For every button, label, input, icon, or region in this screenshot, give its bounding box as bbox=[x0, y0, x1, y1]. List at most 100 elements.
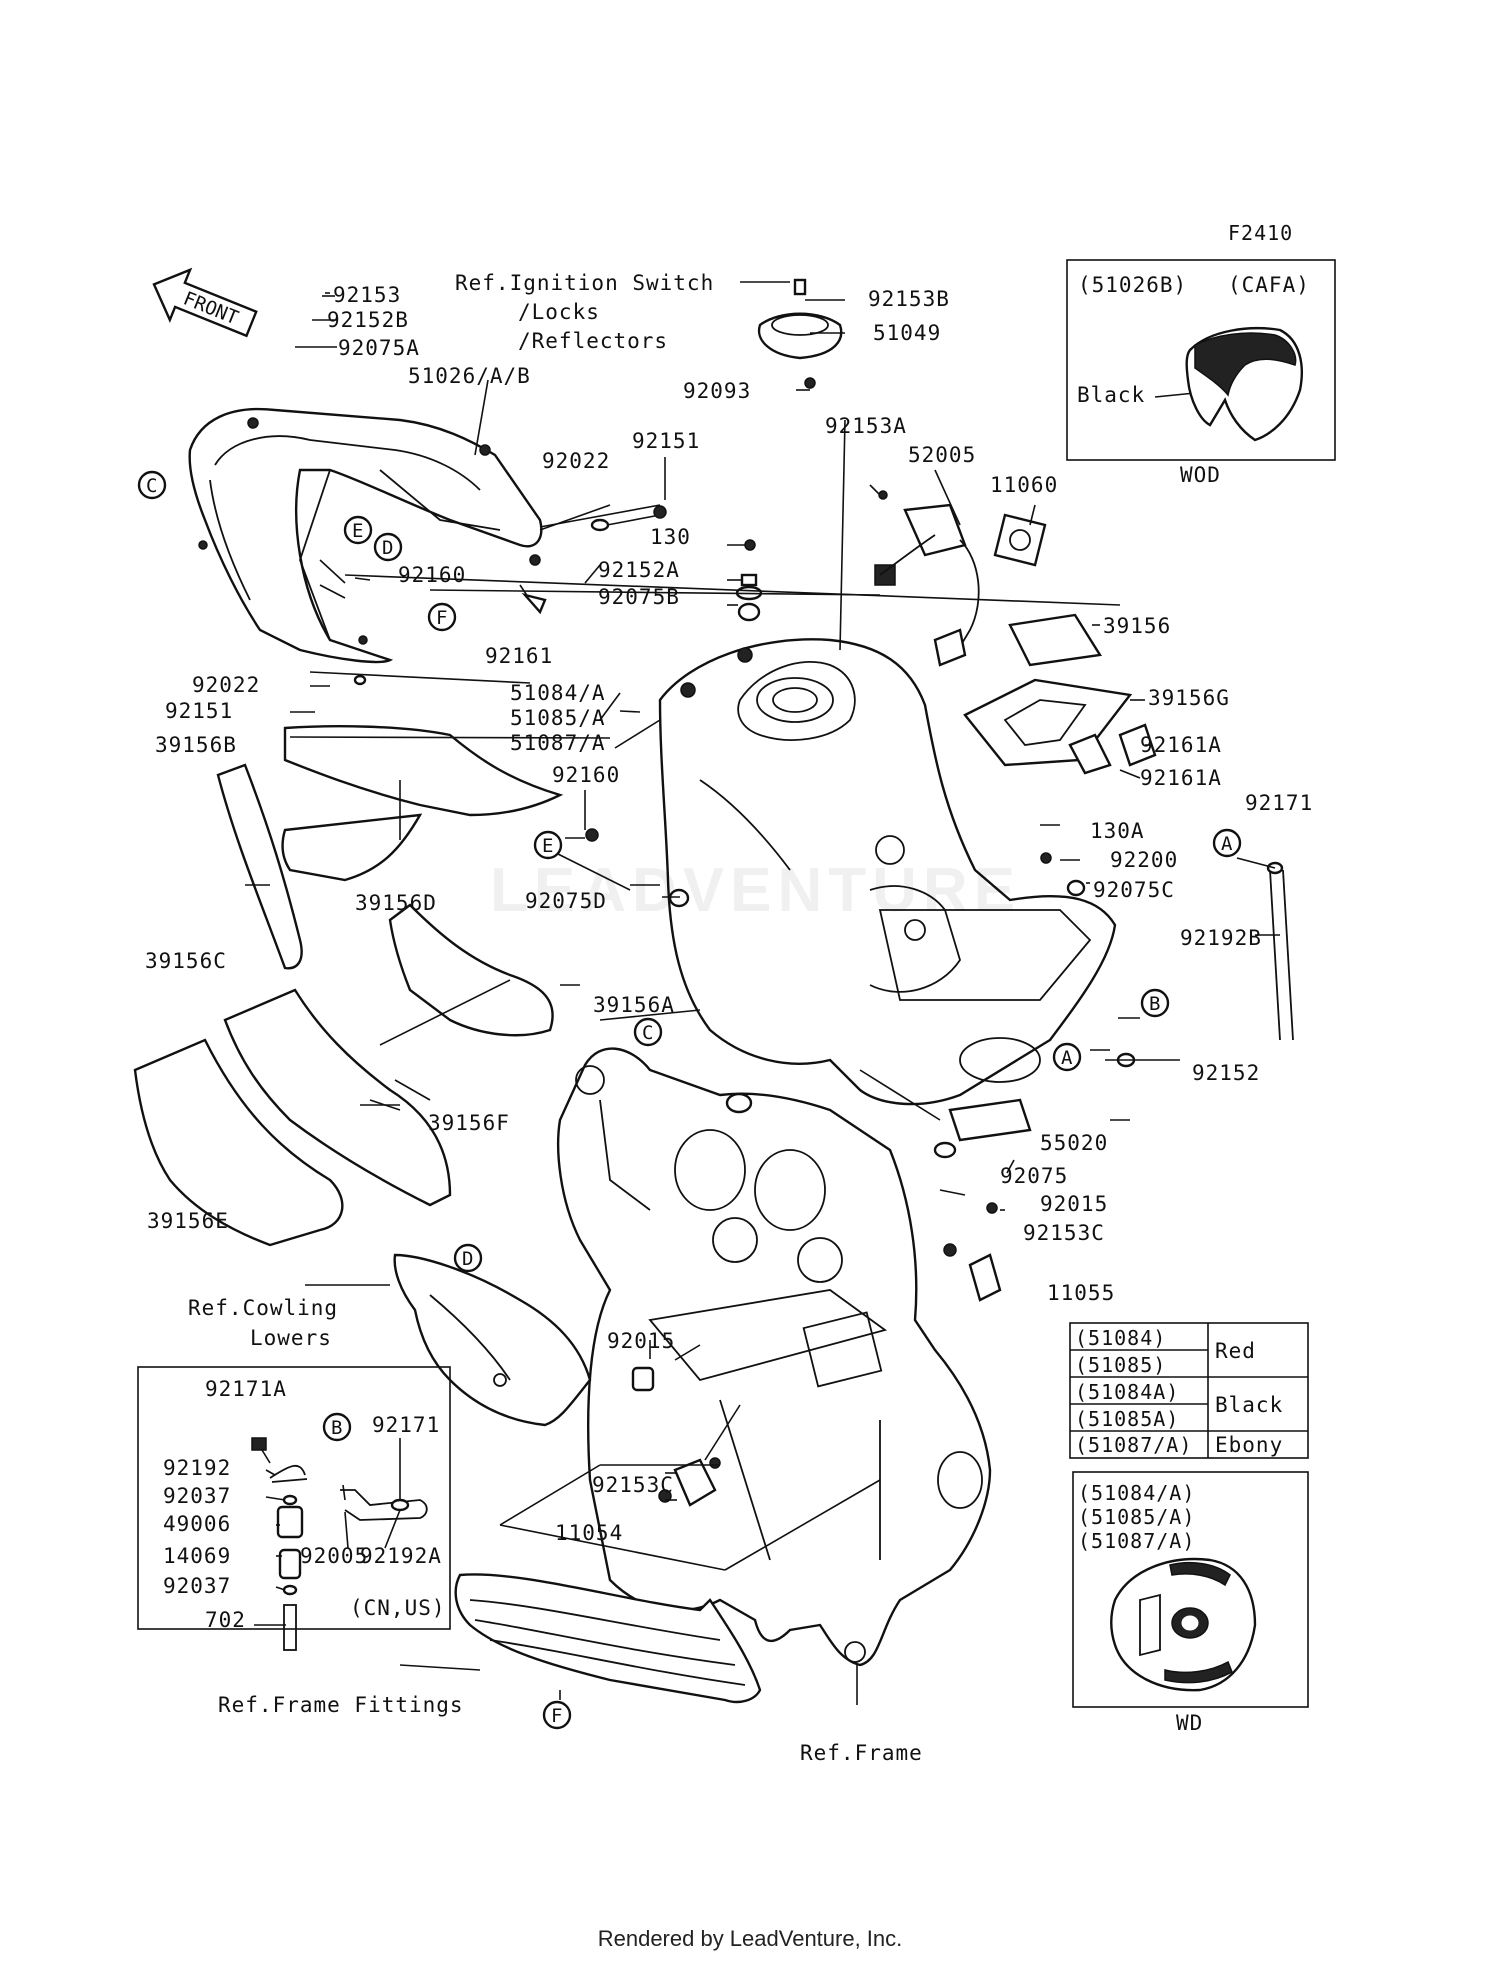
color-table-color-black: Black bbox=[1215, 1393, 1283, 1417]
label-51049: 51049 bbox=[873, 321, 941, 345]
label-92153c-right: 92153C bbox=[1023, 1221, 1105, 1245]
frame bbox=[557, 1047, 992, 1667]
callout-a-letter: A bbox=[1061, 1047, 1073, 1069]
inset-wod-region: (CAFA) bbox=[1228, 273, 1310, 297]
label-ref-ignition-3: /Reflectors bbox=[518, 329, 668, 353]
label-ref-cowling-2: Lowers bbox=[250, 1326, 332, 1350]
label-39156b: 39156B bbox=[155, 733, 237, 757]
label-92153: 92153 bbox=[333, 283, 401, 307]
label-55020: 55020 bbox=[1040, 1131, 1108, 1155]
label-11055: 11055 bbox=[1047, 1281, 1115, 1305]
color-table: (51084) (51085) (51084A) (51085A) (51087… bbox=[1069, 1322, 1309, 1459]
callout-f-letter: F bbox=[436, 607, 447, 629]
label-92161a-2: 92161A bbox=[1140, 766, 1222, 790]
part-labels: 92153 92152B 92075A Ref.Ignition Switch … bbox=[145, 271, 1313, 1765]
frame-fittings bbox=[454, 1573, 762, 1704]
label-92161a-1: 92161A bbox=[1140, 733, 1222, 757]
inset-label-92192a: 92192A bbox=[360, 1544, 442, 1568]
inset-wod-color: Black bbox=[1077, 383, 1145, 407]
label-92075d: 92075D bbox=[525, 889, 607, 913]
inset-region: (CN,US) bbox=[350, 1596, 446, 1620]
color-table-part-1: (51085) bbox=[1075, 1353, 1166, 1377]
label-92161: 92161 bbox=[485, 644, 553, 668]
label-92015-mid: 92015 bbox=[607, 1329, 675, 1353]
label-92160-top: 92160 bbox=[398, 563, 466, 587]
inset-label-14069: 14069 bbox=[163, 1544, 231, 1568]
label-92075b: 92075B bbox=[598, 585, 680, 609]
label-51084a: 51084/A bbox=[510, 681, 606, 705]
color-table-part-3: (51085A) bbox=[1075, 1407, 1179, 1431]
label-92171-right: 92171 bbox=[1245, 791, 1313, 815]
label-52005: 52005 bbox=[908, 443, 976, 467]
label-39156f: 39156F bbox=[428, 1111, 510, 1135]
tank-pad-plate bbox=[963, 613, 1157, 775]
callout-a-mid: A bbox=[1052, 1042, 1082, 1072]
inset-wod-caption: WOD bbox=[1180, 463, 1221, 487]
inset-label-92037-a: 92037 bbox=[163, 1484, 231, 1508]
callout-f-bottom: F bbox=[542, 1700, 572, 1730]
color-table-part-2: (51084A) bbox=[1075, 1380, 1179, 1404]
callout-d-letter: D bbox=[382, 537, 393, 559]
callout-b-inset: B bbox=[322, 1412, 352, 1442]
callout-c-letter: C bbox=[146, 475, 157, 497]
callout-e-mid: E bbox=[533, 830, 563, 860]
label-92153b: 92153B bbox=[868, 287, 950, 311]
callout-f-top: F bbox=[427, 602, 457, 632]
label-39156d: 39156D bbox=[355, 891, 437, 915]
label-ref-ignition-1: Ref.Ignition Switch bbox=[455, 271, 714, 295]
callout-f-letter: F bbox=[551, 1705, 562, 1727]
label-92075: 92075 bbox=[1000, 1164, 1068, 1188]
callout-d-letter: D bbox=[462, 1248, 473, 1270]
label-92153a: 92153A bbox=[825, 414, 907, 438]
inset-label-92171a: 92171A bbox=[205, 1377, 287, 1401]
leader-lines bbox=[245, 281, 1280, 1705]
callout-c-letter: C bbox=[642, 1022, 653, 1044]
inset-label-92171: 92171 bbox=[372, 1413, 440, 1437]
callout-a-right: A bbox=[1212, 828, 1242, 858]
label-92153c-mid: 92153C bbox=[592, 1473, 674, 1497]
footer-credit: Rendered by LeadVenture, Inc. bbox=[597, 1926, 903, 1951]
label-92152b: 92152B bbox=[327, 308, 409, 332]
label-51026ab: 51026/A/B bbox=[408, 364, 531, 388]
side-pads bbox=[133, 725, 564, 1247]
callout-d-top: D bbox=[373, 532, 403, 562]
seat-cowl bbox=[188, 407, 543, 664]
color-table-part-0: (51084) bbox=[1075, 1326, 1166, 1350]
callout-b-right: B bbox=[1140, 988, 1170, 1018]
label-130: 130 bbox=[650, 525, 691, 549]
label-92152: 92152 bbox=[1192, 1061, 1260, 1085]
callout-e-top: E bbox=[343, 515, 373, 545]
cowling-lower bbox=[393, 1253, 655, 1427]
label-92093: 92093 bbox=[683, 379, 751, 403]
inset-label-49006: 49006 bbox=[163, 1512, 231, 1536]
label-11060: 11060 bbox=[990, 473, 1058, 497]
label-ref-ignition-2: /Locks bbox=[518, 300, 600, 324]
label-39156e: 39156E bbox=[147, 1209, 229, 1233]
inset-wd-line-2: (51087/A) bbox=[1078, 1529, 1195, 1553]
watermark: LEADVENTURE bbox=[490, 856, 1022, 925]
fuel-tank bbox=[658, 638, 1117, 1106]
color-table-color-ebony: Ebony bbox=[1215, 1433, 1283, 1457]
inset-wod-code: (51026B) bbox=[1078, 273, 1187, 297]
label-39156: 39156 bbox=[1103, 614, 1171, 638]
label-39156g: 39156G bbox=[1148, 686, 1230, 710]
label-11054: 11054 bbox=[555, 1521, 623, 1545]
inset-wd-line-1: (51085/A) bbox=[1078, 1505, 1195, 1529]
label-92075a: 92075A bbox=[338, 336, 420, 360]
label-51085a: 51085/A bbox=[510, 706, 606, 730]
inset-label-92192: 92192 bbox=[163, 1456, 231, 1480]
label-92022-left: 92022 bbox=[192, 673, 260, 697]
callout-c-top: C bbox=[137, 470, 167, 500]
inset-wod: (51026B) (CAFA) Black WOD bbox=[1066, 259, 1336, 487]
label-92075c: 92075C bbox=[1093, 878, 1175, 902]
front-arrow-icon: FRONT bbox=[152, 267, 258, 338]
callout-d-mid: D bbox=[453, 1243, 483, 1273]
inset-label-92005: 92005 bbox=[300, 1544, 368, 1568]
label-92200: 92200 bbox=[1110, 848, 1178, 872]
color-table-part-4: (51087/A) bbox=[1075, 1433, 1192, 1457]
label-92015-right: 92015 bbox=[1040, 1192, 1108, 1216]
inset-wd-line-0: (51084/A) bbox=[1078, 1481, 1195, 1505]
label-92151-left: 92151 bbox=[165, 699, 233, 723]
label-51087a: 51087/A bbox=[510, 731, 606, 755]
callout-b-letter: B bbox=[1149, 993, 1160, 1015]
